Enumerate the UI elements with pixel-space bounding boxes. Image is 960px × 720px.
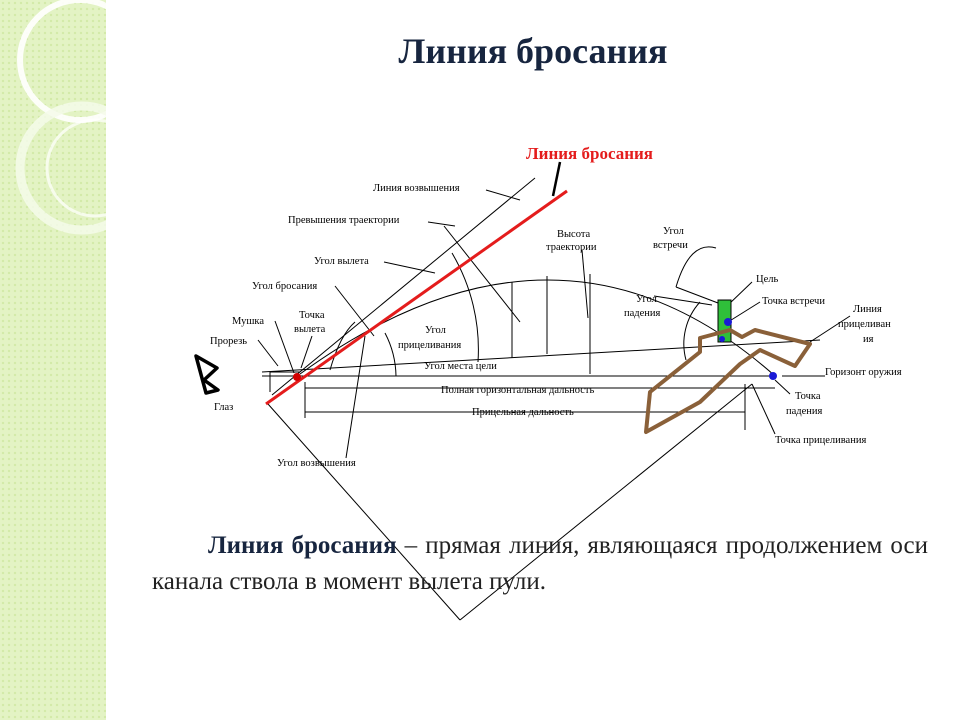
label-fall-angle-1: Угол — [636, 294, 657, 305]
label-trajectory-excess: Превышения траектории — [288, 215, 400, 226]
definition-term: Линия бросания — [208, 532, 397, 559]
label-launch-point-1: Точка — [299, 310, 325, 321]
label-aim-angle-1: Угол — [425, 325, 446, 336]
label-aim-angle-2: прицеливания — [398, 340, 461, 351]
label-aim-range: Прицельная дальность — [472, 407, 574, 418]
label-target: Цель — [756, 274, 778, 285]
decorative-rings — [15, 0, 106, 235]
label-line-of-sight-1: Линия — [853, 304, 882, 315]
label-eye: Глаз — [214, 402, 233, 413]
slide-title: Линия бросания — [398, 31, 668, 71]
meeting-point-marker — [724, 318, 732, 326]
label-trajectory-height-2: траектории — [546, 242, 597, 253]
triangle-right-edge — [459, 383, 753, 621]
impact-point-marker — [769, 372, 777, 380]
label-rear-sight: Прорезь — [210, 336, 247, 347]
label-elevation-angle: Угол возвышения — [277, 458, 356, 469]
label-meeting-angle-1: Угол — [663, 226, 684, 237]
launch-point-marker — [293, 373, 301, 381]
label-line-of-sight-3: ия — [863, 334, 874, 345]
decorative-side-band — [0, 0, 106, 720]
label-front-sight: Мушка — [232, 316, 264, 327]
label-impact-point-1: Точка — [795, 391, 821, 402]
label-target-site-angle: Угол места цели — [424, 361, 497, 372]
label-aim-point: Точка прицеливания — [775, 435, 866, 446]
label-throw-angle: Угол бросания — [252, 281, 317, 292]
label-departure-angle: Угол вылета — [314, 256, 369, 267]
label-meeting-point: Точка встречи — [762, 296, 825, 307]
line-of-elevation — [271, 177, 536, 396]
label-line-of-elevation: Линия возвышения — [373, 183, 460, 194]
label-meeting-angle-2: встречи — [653, 240, 688, 251]
heading-leader — [551, 161, 562, 197]
angle-arc-fall — [683, 301, 701, 361]
line-of-throw — [265, 189, 568, 406]
label-fall-angle-2: падения — [624, 308, 661, 319]
eye-symbol — [194, 354, 220, 395]
label-impact-point-2: падения — [786, 406, 823, 417]
label-launch-point-2: вылета — [294, 324, 326, 335]
angle-arc-meet — [675, 246, 717, 288]
label-line-of-sight-2: прицеливан — [838, 319, 891, 330]
label-full-range: Полная горизонтальная дальность — [441, 385, 595, 396]
label-weapon-horizon: Горизонт оружия — [825, 367, 902, 378]
target-marker — [719, 336, 725, 342]
diagram-heading: Линия бросания — [526, 144, 653, 163]
label-trajectory-height-1: Высота — [557, 229, 591, 240]
definition-body: – прямая линия, являющаяся продолжением … — [152, 532, 928, 595]
triangle-left-edge — [267, 403, 461, 621]
figure-silhouette — [644, 328, 812, 434]
line-of-sight — [261, 339, 821, 373]
definition-text: Линия бросания – прямая линия, являющаяс… — [152, 528, 928, 600]
angle-arc-1 — [384, 332, 397, 377]
